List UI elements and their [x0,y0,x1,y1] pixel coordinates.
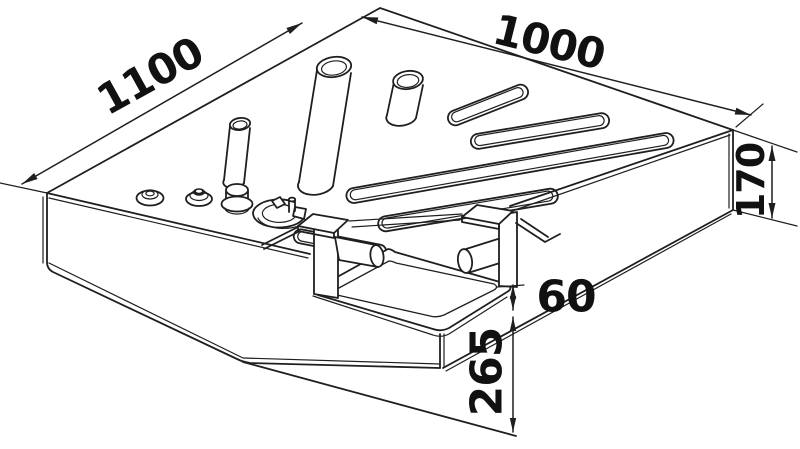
notch-back-edge [348,213,463,222]
plug-knob-highlight [196,189,202,193]
plug-top [145,190,155,197]
arrowhead [22,172,38,184]
plug-base [135,189,165,207]
front-right-top-edge [509,129,734,207]
bracket-plate-left-face [297,225,335,239]
drain-slot [447,83,529,127]
tank-body [42,7,734,437]
extension-line-top [732,129,798,153]
arrowhead [734,107,751,115]
slot-depth-line [349,134,670,201]
dimension-1100: 1100 [0,22,303,194]
dimension-265: 265 [462,316,517,433]
bracket-plate-left [297,213,349,234]
arrowhead [768,146,776,161]
bracket-plate-right-face [461,216,500,230]
notch-back-edge-lower [351,219,461,228]
arrowhead [286,23,302,35]
tube-inner-wall [232,120,248,130]
dimension-60: 60 [496,272,597,323]
bracket-post-right [498,211,518,288]
front-right-top-edge-inner [511,134,731,212]
filler-cap-open [252,196,307,229]
extension-line [735,103,764,128]
dimension-label-170: 170 [729,143,773,219]
drain-slot [469,112,611,150]
arrowhead [768,203,776,218]
tube-side-right [243,127,251,184]
pin-end-cap-left [369,244,385,268]
extension-line-bottom [732,209,798,227]
bottom-right-edge [442,209,734,369]
slot-outline [469,112,611,150]
chamfer-inner [48,262,441,365]
cap-pin-top [287,196,297,203]
neck-cap-top [225,183,249,197]
cap-left-tab [271,196,286,209]
pin-end-cap-right [456,248,474,274]
frame-thickness-edge [312,295,508,337]
slot-depth-line [451,87,524,123]
slot-depth-line [474,115,605,147]
keel-edge [242,361,517,437]
slot-outline [447,83,529,127]
neck-flange [220,195,254,213]
tube-side-right [332,72,352,187]
tube-inner-wall [396,73,420,89]
tube-side-left [298,69,318,183]
extension-line [0,182,48,194]
drain-slots [292,83,675,260]
slot-outline [345,132,675,204]
arrowhead [509,418,517,432]
arrowhead [362,17,379,25]
dimension-label-60: 60 [536,272,595,323]
tube-side-right [415,84,424,119]
drain-slot [345,132,675,204]
neck-flange-bottom [224,207,250,215]
dimension-line [21,22,303,185]
top-left-edge [46,7,734,194]
mounting-bracket [261,204,561,337]
capped-neck-fitting [220,183,254,215]
extension-line [496,284,525,288]
filler-tube-large [297,55,353,196]
arrowhead [509,296,517,310]
tube-side-left [223,125,231,181]
tube-inner-wall [320,60,348,76]
plug-fitting-left [135,189,165,207]
arrowhead [509,285,517,299]
dimension-label-1000: 1000 [488,5,609,80]
bracket-plate-right [461,204,514,225]
arrowhead [509,317,517,331]
breather-tube-small [222,116,252,189]
tube-side-left [386,81,395,116]
dimension-line [361,16,752,116]
tube-bottom-arc [385,114,417,127]
dimension-label-265: 265 [462,328,513,417]
bottom-right-edge-inner [445,213,732,372]
bracket-wing-right [515,218,561,243]
tube-bottom-arc [297,181,334,196]
plug-ring [141,189,159,200]
plug-fitting-right [185,188,213,207]
dimension-170: 170 [729,129,798,227]
cap-right-ear [292,206,307,220]
filler-tube-medium [385,69,424,127]
bracket-wing-left [261,226,299,250]
